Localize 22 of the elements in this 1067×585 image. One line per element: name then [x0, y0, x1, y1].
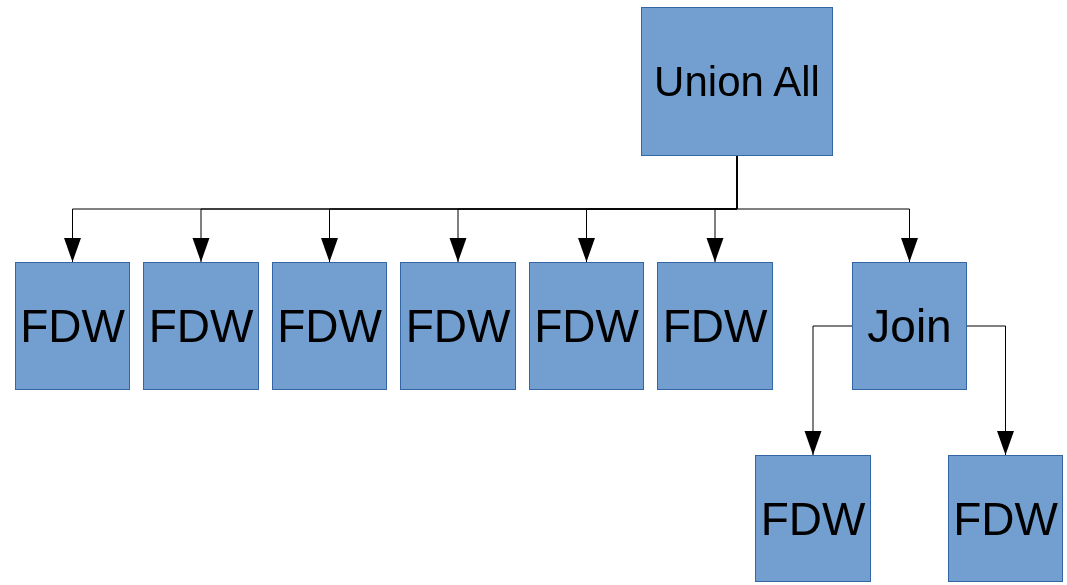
process-box — [948, 455, 1063, 582]
process-box — [400, 262, 516, 390]
process-box — [755, 455, 871, 582]
arrow — [804, 325, 853, 456]
process-box — [15, 262, 130, 390]
process-box — [529, 262, 644, 390]
process-box — [641, 7, 833, 156]
process-box — [852, 262, 967, 390]
process-box — [143, 262, 259, 390]
box-label: FDW — [760, 495, 866, 542]
arrow — [966, 325, 1014, 456]
box-label: FDW — [277, 303, 382, 349]
process-box — [272, 262, 387, 390]
process-box — [657, 262, 773, 390]
box-label: Union All — [654, 60, 820, 103]
box-label: FDW — [662, 303, 768, 349]
box-label: FDW — [534, 303, 639, 349]
box-label: FDW — [405, 303, 511, 349]
box-label: FDW — [148, 303, 254, 349]
box-label: Join — [867, 303, 952, 349]
box-label: FDW — [20, 303, 125, 349]
box-label: FDW — [953, 495, 1058, 542]
